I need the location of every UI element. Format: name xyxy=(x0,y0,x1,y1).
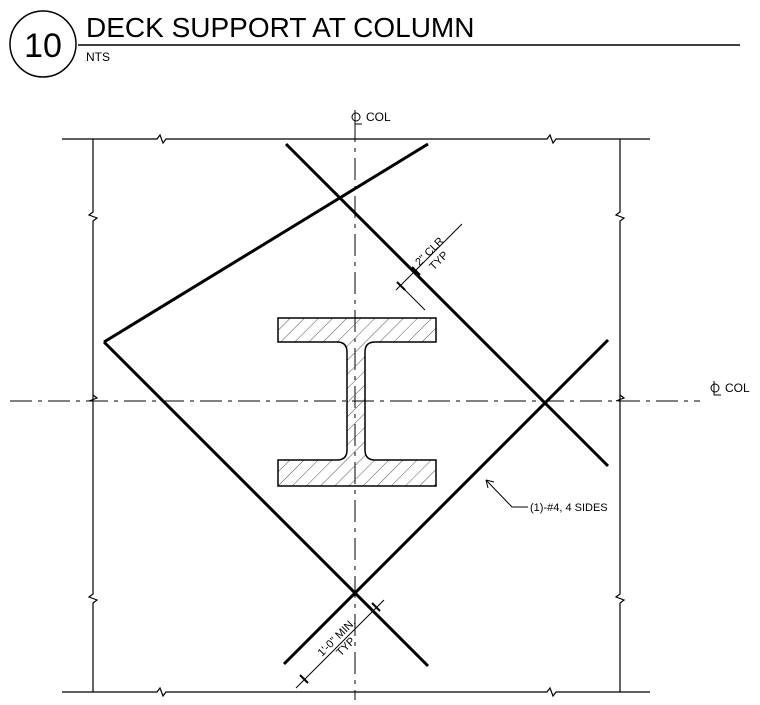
horizontal-cl-label-group: COL xyxy=(710,381,750,396)
detail-title: DECK SUPPORT AT COLUMN xyxy=(86,12,474,43)
slab-right-break-mid xyxy=(615,394,626,402)
title-block: 10 DECK SUPPORT AT COLUMN NTS xyxy=(9,10,740,78)
clear-cover-label: 2" CLR TYP xyxy=(413,235,451,273)
vertical-cl-label-group: COL xyxy=(351,110,391,125)
rebar-callout-leader xyxy=(485,479,528,508)
slab-right-edge xyxy=(614,139,626,692)
clear-cover-dimension xyxy=(395,223,463,311)
slab-boundary xyxy=(62,133,650,698)
detail-number-bubble xyxy=(9,10,77,78)
detail-number: 10 xyxy=(24,27,62,65)
slab-bottom-edge xyxy=(62,686,650,698)
rebar-bars xyxy=(102,142,610,668)
slab-left-edge xyxy=(87,139,99,692)
slab-left-break-mid xyxy=(88,394,99,402)
slab-top-edge xyxy=(62,133,650,145)
rebar-bar-sw-ne xyxy=(102,340,430,668)
horizontal-cl-label: COL xyxy=(725,381,750,395)
rebar-bar-ne-sw-full xyxy=(104,144,428,468)
scale-label: NTS xyxy=(86,50,110,64)
rebar-callout-text: (1)-#4, 4 SIDES xyxy=(530,502,608,514)
vertical-cl-label: COL xyxy=(366,110,391,124)
min-length-dimension xyxy=(295,599,385,689)
rebar-bar-ne-sw xyxy=(103,142,429,344)
centerline-icon xyxy=(710,381,721,396)
rebar-bar-se-nw xyxy=(282,338,610,666)
steel-column-section xyxy=(277,317,437,487)
centerline-icon xyxy=(351,110,362,125)
rebar-bar-nw-se xyxy=(284,142,610,468)
